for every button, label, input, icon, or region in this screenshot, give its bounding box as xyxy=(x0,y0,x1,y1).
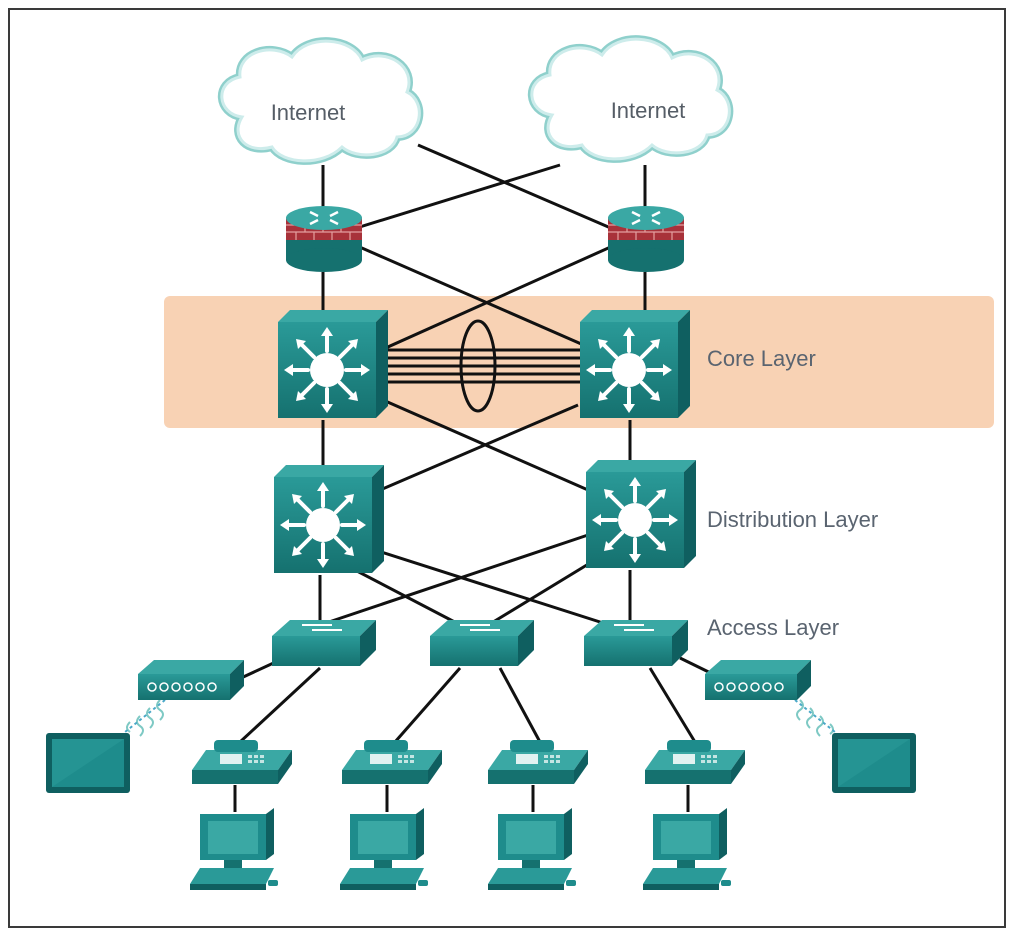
distribution-switch-left-icon xyxy=(272,463,386,575)
internet-left-label: Internet xyxy=(271,100,346,125)
wireless-signal-left xyxy=(124,699,166,737)
ip-phone-4-icon xyxy=(645,740,745,784)
link-router-right-core-left xyxy=(369,243,616,357)
distribution-layer-label: Distribution Layer xyxy=(707,507,878,532)
tablet-right-icon xyxy=(832,733,916,793)
ip-phone-1-icon xyxy=(192,740,292,784)
access-layer-label: Access Layer xyxy=(707,615,839,640)
link-internet-left-router-right xyxy=(417,143,621,234)
core-switch-right-icon xyxy=(578,308,692,420)
wireless-ap-left-icon xyxy=(137,659,245,701)
pc-3-icon xyxy=(488,808,576,890)
link-access-2-phone-2 xyxy=(393,667,462,743)
pc-4-icon xyxy=(643,808,731,890)
wireless-ap-right-icon xyxy=(704,659,812,701)
link-internet-right-router-left xyxy=(349,163,561,232)
link-dist-left-access-3 xyxy=(374,548,626,632)
link-router-left-core-right xyxy=(354,243,596,352)
link-dist-right-access-1 xyxy=(319,533,589,627)
link-access-2-phone-3 xyxy=(498,667,542,743)
core-layer-label: Core Layer xyxy=(707,346,816,371)
access-switch-1-icon xyxy=(271,619,377,667)
access-switch-2-icon xyxy=(429,619,535,667)
link-access-1-phone-1 xyxy=(238,666,322,744)
router-firewall-left-icon xyxy=(284,204,364,274)
access-switch-3-icon xyxy=(583,619,689,667)
link-core-right-distribution-left xyxy=(379,403,579,492)
pc-2-icon xyxy=(340,808,428,890)
tablet-left-icon xyxy=(46,733,130,793)
internet-cloud-right: Internet xyxy=(532,39,730,159)
network-links xyxy=(214,143,726,812)
link-access-3-phone-4 xyxy=(648,667,697,743)
distribution-switch-right-icon xyxy=(584,458,698,570)
core-etherchannel-bundle xyxy=(383,319,580,413)
internet-right-label: Internet xyxy=(611,98,686,123)
link-dist-right-access-2 xyxy=(479,558,596,632)
pc-1-icon xyxy=(190,808,278,890)
core-switch-left-icon xyxy=(276,308,390,420)
wireless-signal-right xyxy=(794,699,836,737)
ip-phone-3-icon xyxy=(488,740,588,784)
router-firewall-right-icon xyxy=(606,204,686,274)
internet-cloud-left: Internet xyxy=(222,41,420,161)
ip-phone-2-icon xyxy=(342,740,442,784)
